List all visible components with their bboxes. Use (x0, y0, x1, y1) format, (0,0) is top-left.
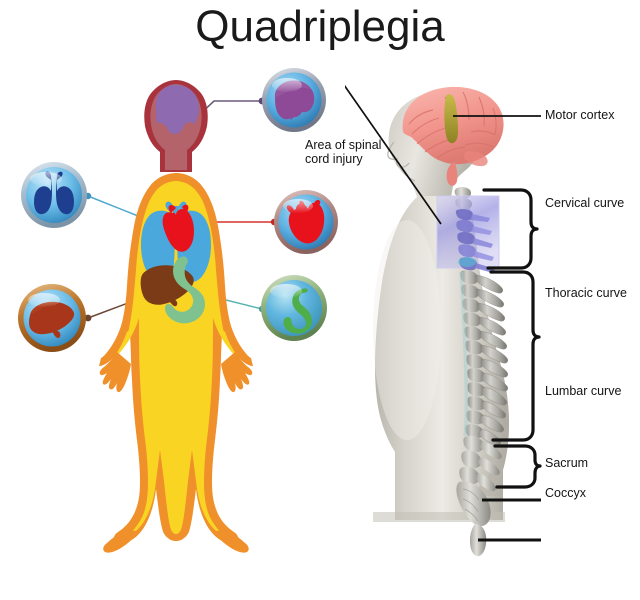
cervical-brace (482, 188, 539, 270)
vertebral-column (436, 186, 508, 557)
label-sacrum: Sacrum (545, 456, 589, 470)
injury-callout-line-2: cord injury (305, 152, 363, 166)
injury-callout-line-1: Area of spinal (305, 138, 382, 152)
label-motor-cortex: Motor cortex (545, 108, 615, 122)
brain (402, 86, 504, 186)
sacrum (456, 481, 491, 527)
page-title: Quadriplegia (195, 2, 445, 51)
hands (99, 352, 253, 393)
brain-icon (262, 68, 326, 132)
label-thoracic-curve: Thoracic curve (545, 286, 627, 300)
label-lumbar-curve: Lumbar curve (545, 384, 622, 398)
injury-highlight (436, 195, 500, 273)
thoracic-vertebrae (459, 270, 508, 446)
heart-icon (274, 190, 338, 254)
stomach-in-body (165, 256, 205, 324)
label-leaders (453, 115, 541, 542)
lumbar-brace (493, 444, 542, 489)
curve-braces (482, 188, 542, 489)
heart-in-body (162, 204, 194, 252)
lumbar-vertebrae (459, 435, 502, 492)
brain-in-body (155, 84, 199, 135)
human-body-figure (99, 80, 253, 553)
motor-cortex-region (444, 94, 458, 144)
label-coccyx: Coccyx (545, 486, 586, 500)
feet (103, 530, 249, 553)
spinal-column-diagram: Motor cortex Cervical curve Thoracic cur… (345, 0, 640, 600)
stomach-icon (261, 275, 327, 341)
lungs-icon (21, 162, 87, 228)
label-area-of-spinal-cord-injury: Area of spinal cord injury (305, 138, 401, 166)
injury-callout-leader (345, 84, 442, 225)
label-cervical-curve: Cervical curve (545, 196, 625, 210)
liver-icon (18, 284, 86, 352)
thoracic-brace (489, 270, 541, 442)
human-body-organ-diagram (18, 68, 338, 553)
